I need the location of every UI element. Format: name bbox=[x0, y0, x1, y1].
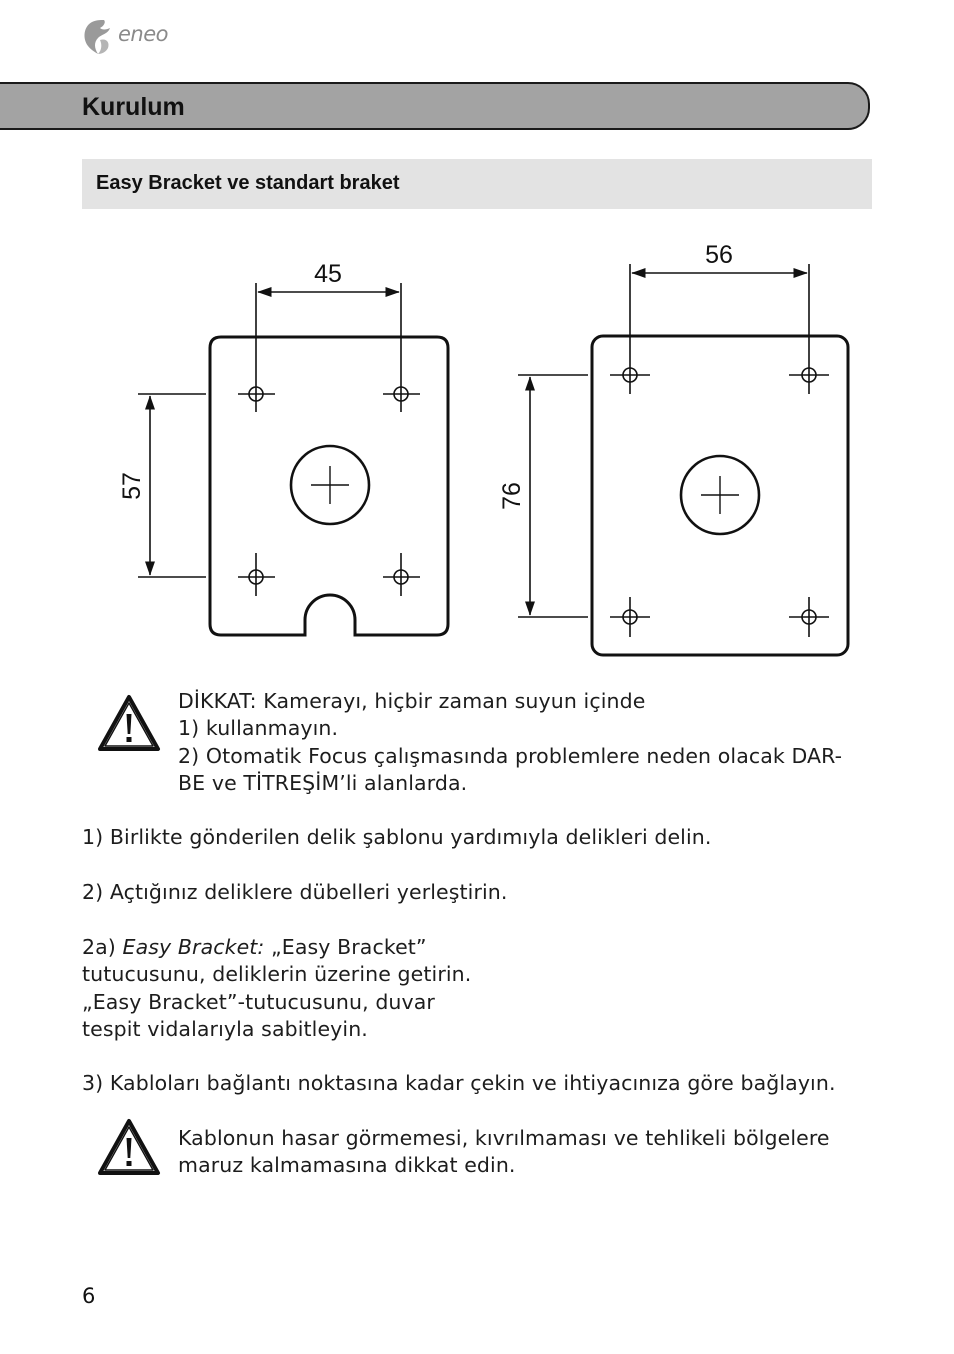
brand-name: eneo bbox=[118, 22, 169, 46]
standard-bracket-drawing bbox=[518, 264, 850, 657]
step-2a-text: 2a) Easy Bracket: „Easy Bracket” tutucus… bbox=[82, 934, 471, 1043]
height-dimension-76: 76 bbox=[498, 482, 526, 510]
subsection-title: Easy Bracket ve standart braket bbox=[96, 172, 400, 194]
height-dimension-57: 57 bbox=[118, 472, 146, 500]
warning-line: Kablonun hasar görmemesi, kıvrılmaması v… bbox=[178, 1126, 830, 1150]
step-2a-line: 2a) Easy Bracket: „Easy Bracket” bbox=[82, 935, 427, 959]
section-title: Kurulum bbox=[82, 93, 185, 121]
eneo-logo-icon bbox=[84, 20, 110, 54]
width-dimension-56: 56 bbox=[705, 241, 733, 269]
warning-caution-text: DİKKAT: Kamerayı, hiçbir zaman suyun içi… bbox=[178, 688, 842, 797]
width-dimension-45: 45 bbox=[314, 260, 342, 288]
warning-line: 1) kullanmayın. bbox=[178, 716, 339, 741]
easy-bracket-drawing bbox=[138, 283, 450, 637]
warning-line: 2) Otomatik Focus çalışmasında problemle… bbox=[178, 743, 843, 768]
step-1-text: 1) Birlikte gönderilen delik şablonu yar… bbox=[82, 825, 712, 849]
warning-line: DİKKAT: Kamerayı, hiçbir zaman suyun içi… bbox=[178, 689, 646, 713]
section-header-bar bbox=[0, 82, 870, 130]
step-2a-line: tespit vidalarıyla sabitleyin. bbox=[82, 1016, 368, 1041]
step-3-text: 3) Kabloları bağlantı noktasına kadar çe… bbox=[82, 1071, 836, 1095]
warning-line: maruz kalmamasına dikkat edin. bbox=[178, 1153, 516, 1178]
warning-triangle-icon bbox=[98, 695, 160, 751]
step-2-text: 2) Açtığınız deliklere dübelleri yerleşt… bbox=[82, 880, 508, 904]
bracket-drilling-diagram: 45 57 56 76 bbox=[118, 241, 850, 657]
subsection-header-bar bbox=[82, 159, 872, 209]
page-number: 6 bbox=[82, 1284, 96, 1308]
easy-bracket-italic: Easy Bracket: bbox=[122, 935, 265, 959]
warning-cable-text: Kablonun hasar görmemesi, kıvrılmaması v… bbox=[178, 1125, 830, 1180]
step-2a-line: tutucusunu, deliklerin üzerine getirin. bbox=[82, 962, 472, 987]
warning-triangle-icon bbox=[98, 1119, 160, 1175]
step-2a-line: „Easy Bracket”-tutucusunu, duvar bbox=[82, 989, 435, 1014]
warning-line: BE ve TİTREŞİM’li alanlarda. bbox=[178, 770, 468, 795]
